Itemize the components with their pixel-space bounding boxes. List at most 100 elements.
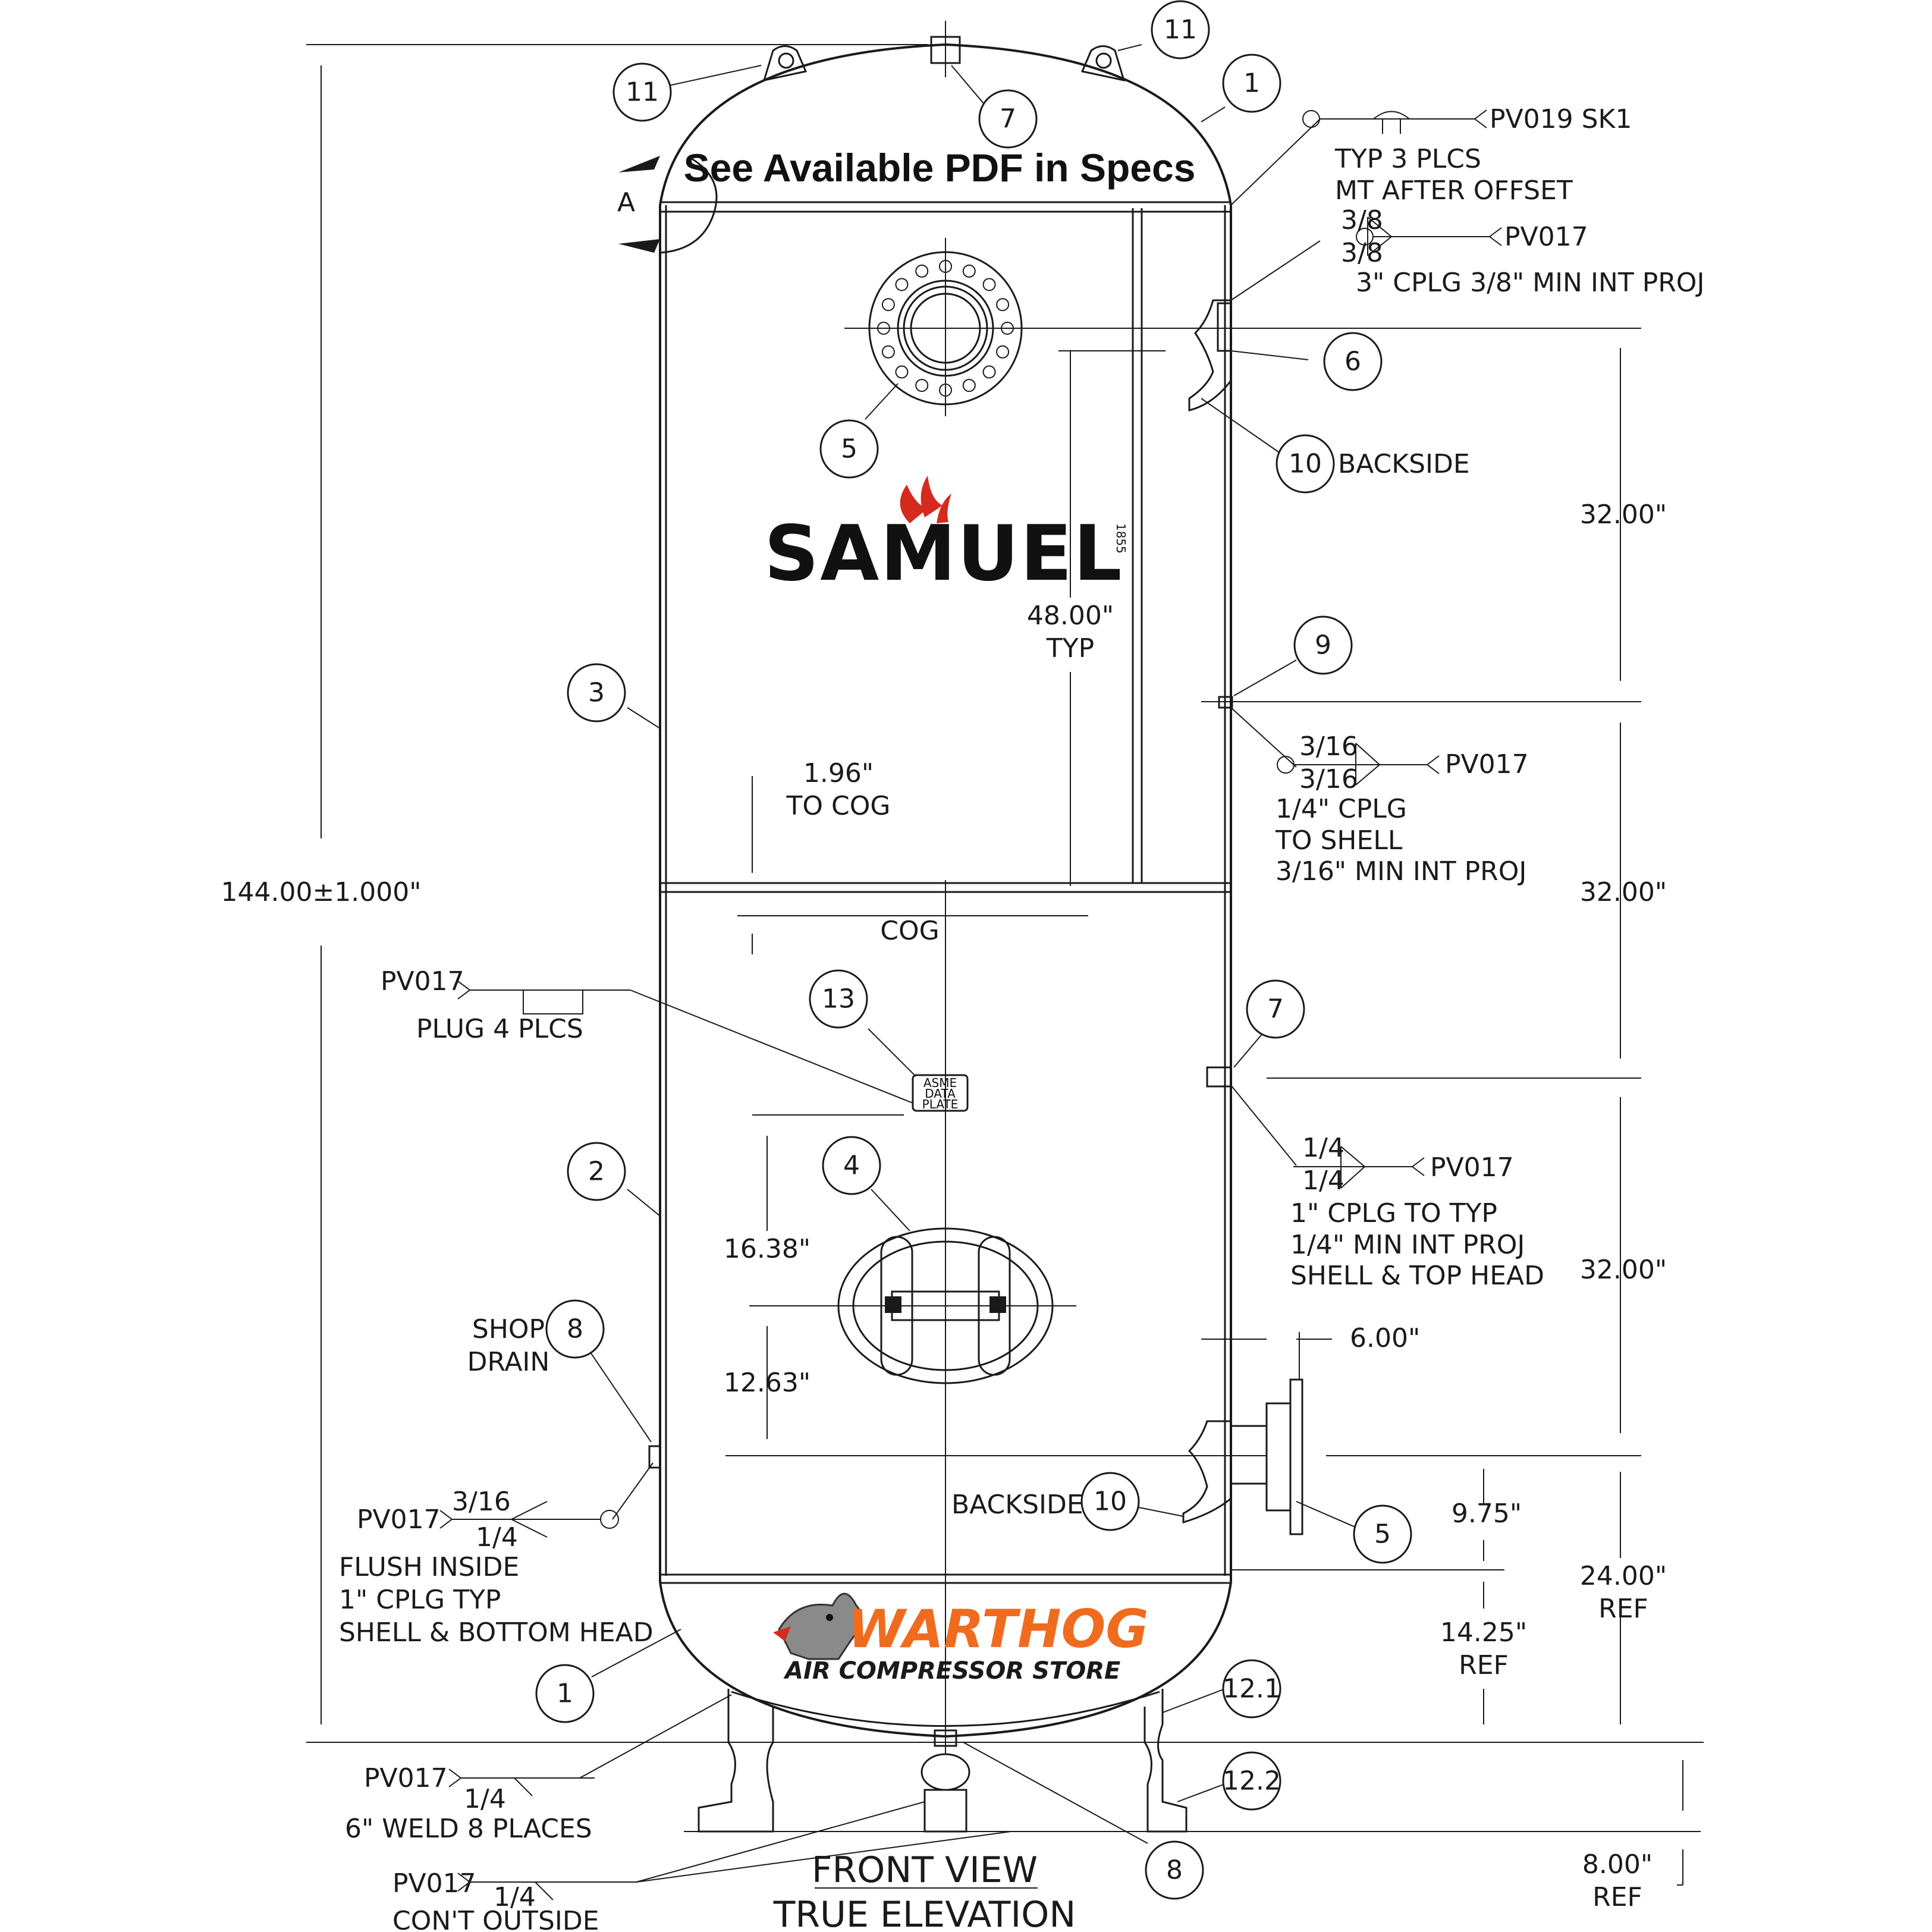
flange-bolt-hole	[881, 298, 895, 312]
balloon-10-top: 10	[1276, 434, 1335, 494]
svg-text:FLUSH INSIDE: FLUSH INSIDE	[339, 1552, 519, 1582]
flange-bolt-hole	[915, 379, 929, 392]
balloon-4: 4	[822, 1136, 881, 1195]
svg-text:7: 7	[1000, 104, 1016, 134]
balloon-10-bottom: 10	[1080, 1472, 1140, 1531]
lifting-lug-left	[762, 45, 808, 81]
flange-bolt-hole	[982, 365, 996, 379]
svg-text:6: 6	[1344, 347, 1361, 377]
balloon-13: 13	[809, 969, 868, 1029]
svg-text:DRAIN: DRAIN	[467, 1347, 550, 1377]
svg-text:12.2: 12.2	[1223, 1766, 1281, 1796]
svg-text:4: 4	[843, 1151, 860, 1181]
svg-text:3" CPLG 3/8" MIN INT PROJ: 3" CPLG 3/8" MIN INT PROJ	[1356, 268, 1704, 298]
svg-text:PV017: PV017	[1430, 1152, 1514, 1183]
dimension-labels: 144.00±1.000" 48.00" TYP 1.96" TO COG CO…	[221, 500, 1667, 1912]
callout-labels: PV019 SK1 TYP 3 PLCS MT AFTER OFFSET 3/8…	[339, 104, 1704, 1932]
svg-text:PV017: PV017	[364, 1763, 448, 1793]
svg-text:COG: COG	[880, 916, 939, 946]
balloon-12-2: 12.2	[1222, 1751, 1281, 1811]
svg-text:1" CPLG TYP: 1" CPLG TYP	[339, 1585, 501, 1615]
flange-bolt-hole	[895, 365, 909, 379]
svg-text:8: 8	[1166, 1855, 1183, 1886]
svg-text:FRONT VIEW: FRONT VIEW	[812, 1849, 1038, 1891]
svg-text:8.00": 8.00"	[1582, 1849, 1653, 1880]
svg-text:REF: REF	[1598, 1594, 1648, 1624]
svg-text:MT AFTER OFFSET: MT AFTER OFFSET	[1335, 175, 1573, 206]
svg-text:3/16: 3/16	[1299, 764, 1358, 794]
flange-bolt-hole	[962, 264, 976, 278]
svg-text:3/8: 3/8	[1341, 238, 1383, 268]
samuel-logo: SAMUEL 1855	[764, 476, 1128, 598]
svg-text:1: 1	[1243, 68, 1260, 99]
lifting-lug-right	[1080, 45, 1126, 81]
svg-text:PV017: PV017	[1445, 749, 1529, 780]
balloon-2: 2	[567, 1142, 626, 1201]
svg-text:14.25": 14.25"	[1440, 1617, 1527, 1648]
svg-text:8: 8	[567, 1314, 583, 1344]
leader-lines	[588, 44, 1365, 1844]
balloon-7-top: 7	[978, 89, 1038, 149]
svg-text:3/16: 3/16	[1299, 731, 1358, 762]
specs-banner[interactable]: See Available PDF in Specs	[684, 146, 1196, 190]
svg-text:11: 11	[1164, 15, 1197, 45]
balloon-11-right: 11	[1151, 0, 1210, 59]
svg-text:1/4: 1/4	[464, 1784, 506, 1814]
svg-text:REF: REF	[1592, 1882, 1642, 1912]
svg-text:SHELL & BOTTOM HEAD: SHELL & BOTTOM HEAD	[339, 1617, 654, 1648]
warthog-tagline: AIR COMPRESSOR STORE	[783, 1657, 1120, 1685]
svg-text:1" CPLG TO TYP: 1" CPLG TO TYP	[1290, 1198, 1497, 1229]
svg-text:DATA: DATA	[925, 1086, 956, 1101]
svg-text:1/4" CPLG: 1/4" CPLG	[1276, 794, 1407, 824]
flange-bolt-hole	[895, 278, 909, 291]
svg-text:16.38": 16.38"	[724, 1234, 811, 1264]
svg-text:TYP 3 PLCS: TYP 3 PLCS	[1334, 144, 1481, 174]
balloon-5-bottom: 5	[1353, 1504, 1412, 1564]
svg-text:2: 2	[588, 1157, 605, 1187]
section-view-a: A	[617, 156, 718, 254]
svg-text:5: 5	[841, 434, 857, 464]
samuel-year: 1855	[1114, 523, 1128, 554]
svg-text:ASME: ASME	[923, 1076, 957, 1090]
svg-text:32.00": 32.00"	[1580, 500, 1667, 530]
svg-text:REF: REF	[1459, 1650, 1509, 1680]
side-fittings	[648, 299, 1303, 1535]
svg-text:144.00±1.000": 144.00±1.000"	[221, 877, 421, 907]
manway-flange-top	[844, 238, 1047, 416]
flange-bolt-hole	[881, 345, 895, 359]
svg-text:13: 13	[822, 984, 855, 1014]
balloon-5-top: 5	[819, 419, 879, 479]
svg-text:3/16" MIN INT PROJ: 3/16" MIN INT PROJ	[1276, 856, 1526, 887]
balloon-8-left: 8	[545, 1299, 605, 1359]
item-balloons: 11 11 7 1 5 6 10 9 3 13 7 2 4 8 10 5 1 1…	[535, 0, 1412, 1900]
dimension-lines	[306, 44, 1704, 1886]
svg-text:3: 3	[588, 678, 605, 708]
balloon-11-left: 11	[612, 62, 672, 122]
balloon-7-mid: 7	[1246, 979, 1305, 1039]
balloon-9: 9	[1293, 615, 1353, 675]
svg-text:11: 11	[626, 77, 659, 108]
svg-text:SHOP: SHOP	[472, 1314, 545, 1344]
svg-text:10: 10	[1094, 1487, 1127, 1517]
svg-text:3/8: 3/8	[1341, 205, 1383, 235]
tank-legs	[684, 1689, 1201, 1833]
svg-text:PV019 SK1: PV019 SK1	[1490, 104, 1632, 134]
svg-text:BACKSIDE: BACKSIDE	[951, 1490, 1083, 1520]
svg-text:24.00": 24.00"	[1580, 1561, 1667, 1591]
svg-text:PV017: PV017	[392, 1868, 476, 1899]
balloon-3: 3	[567, 663, 626, 722]
svg-text:12.1: 12.1	[1223, 1674, 1281, 1704]
svg-text:TO COG: TO COG	[786, 791, 891, 821]
svg-text:1/4: 1/4	[476, 1522, 518, 1553]
svg-text:1/4: 1/4	[494, 1882, 536, 1912]
svg-text:12.63": 12.63"	[724, 1368, 811, 1398]
flange-bolt-hole	[915, 264, 929, 278]
svg-text:3/16: 3/16	[452, 1487, 511, 1517]
svg-text:CON'T OUTSIDE: CON'T OUTSIDE	[392, 1906, 599, 1932]
asme-data-plate: ASME DATA PLATE	[912, 1074, 969, 1112]
flange-bolt-hole	[962, 379, 976, 392]
warthog-logo: WARTHOG AIR COMPRESSOR STORE	[773, 1592, 1149, 1685]
warthog-wordmark: WARTHOG	[847, 1598, 1149, 1660]
svg-text:PLUG 4 PLCS: PLUG 4 PLCS	[416, 1014, 583, 1044]
